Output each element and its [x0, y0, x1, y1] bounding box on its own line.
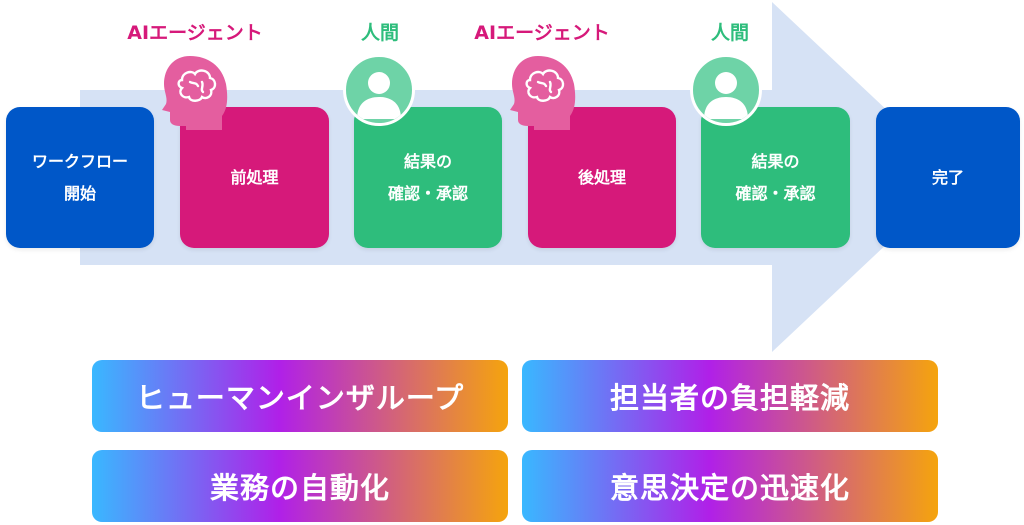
- person-avatar-icon: [343, 54, 415, 126]
- brain-head-icon: [510, 56, 576, 130]
- benefit-reduce-workload: 担当者の負担軽減: [522, 360, 938, 432]
- step-review-approval: 結果の 確認・承認: [354, 107, 502, 248]
- step-review-approval: 結果の 確認・承認: [701, 107, 850, 248]
- brain-head-icon: [162, 56, 228, 130]
- person-avatar-icon: [690, 54, 762, 126]
- step-workflow-start: ワークフロー 開始: [6, 107, 154, 248]
- step-postprocessing: 後処理: [528, 107, 676, 248]
- step-preprocessing: 前処理: [180, 107, 329, 248]
- benefit-faster-decisions: 意思決定の迅速化: [522, 450, 938, 522]
- role-label-ai-agent: AIエージェント: [127, 22, 263, 44]
- role-label-human: 人間: [710, 22, 749, 44]
- benefit-human-in-the-loop: ヒューマンインザループ: [92, 360, 508, 432]
- step-complete: 完了: [876, 107, 1020, 248]
- role-label-human: 人間: [360, 22, 399, 44]
- benefit-automation: 業務の自動化: [92, 450, 508, 522]
- role-label-ai-agent: AIエージェント: [474, 22, 610, 44]
